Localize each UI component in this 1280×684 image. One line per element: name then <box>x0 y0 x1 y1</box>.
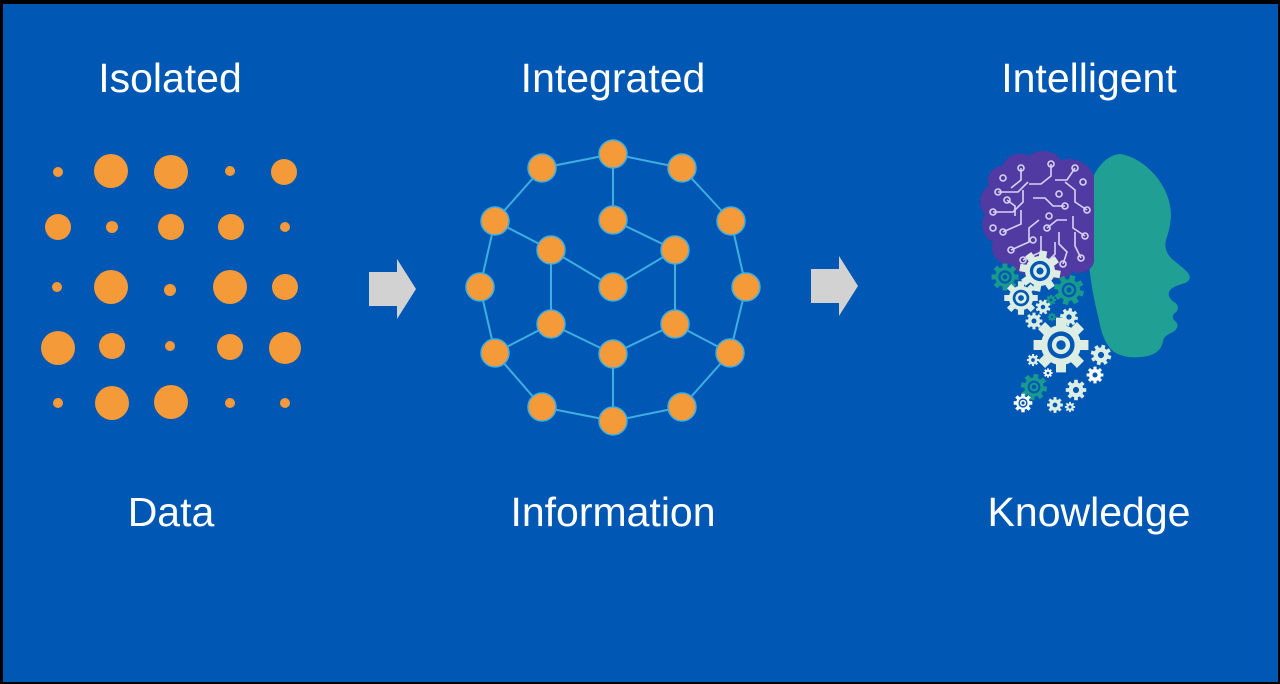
circuit-brain <box>980 151 1094 279</box>
isolated-data-dot <box>280 398 290 408</box>
isolated-data-dot <box>213 270 247 304</box>
isolated-data-dot <box>154 385 188 419</box>
stage-label-information: Information <box>510 489 716 535</box>
face-silhouette <box>1087 154 1190 358</box>
isolated-data-dot <box>94 154 128 188</box>
gear-icon <box>1024 311 1044 331</box>
isolated-data-dot <box>52 282 62 292</box>
isolated-data-dot <box>280 222 290 232</box>
slide-background: Isolated Integrated Intelligent Data Inf… <box>3 4 1278 682</box>
network-node <box>716 206 746 236</box>
isolated-data-dot <box>53 167 63 177</box>
stage-title-intelligent: Intelligent <box>1001 55 1177 101</box>
network-node <box>598 272 628 302</box>
network-node <box>598 139 628 169</box>
network-node <box>536 235 566 265</box>
isolated-data-dot <box>94 270 128 304</box>
gear-icon <box>1042 367 1054 379</box>
isolated-data-dot <box>218 214 244 240</box>
network-node <box>660 309 690 339</box>
intelligent-head-illustration <box>980 151 1190 415</box>
network-node <box>480 338 510 368</box>
isolated-data-dot <box>45 214 71 240</box>
isolated-data-dot <box>154 155 188 189</box>
isolated-data-dot <box>225 166 235 176</box>
isolated-data-dot <box>272 274 298 300</box>
gear-icon <box>1085 365 1105 385</box>
gear-icon <box>1063 377 1089 403</box>
network-node <box>527 153 557 183</box>
stage-title-isolated: Isolated <box>98 55 242 101</box>
network-node <box>465 272 495 302</box>
isolated-data-dot <box>158 214 184 240</box>
stage-label-knowledge: Knowledge <box>987 489 1191 535</box>
gear-icon <box>1063 400 1077 414</box>
network-node <box>715 338 745 368</box>
isolated-data-dot <box>165 341 175 351</box>
network-node <box>598 339 628 369</box>
isolated-data-dot <box>41 331 75 365</box>
isolated-data-dot <box>269 332 301 364</box>
stage-label-data: Data <box>127 489 215 535</box>
network-node <box>667 392 697 422</box>
arrow-right-icon <box>811 256 858 316</box>
gear-icon <box>1047 312 1057 322</box>
isolated-data-dot <box>164 284 176 296</box>
isolated-data-dot <box>217 334 243 360</box>
gear-icon <box>1012 392 1035 414</box>
gear-icon <box>992 264 1019 291</box>
gear-icon <box>1045 395 1065 415</box>
diagram-layer <box>41 139 858 436</box>
isolated-data-dot <box>53 398 63 408</box>
network-node <box>527 392 557 422</box>
gear-icon <box>1025 352 1041 368</box>
network-node <box>731 272 761 302</box>
isolated-data-dot <box>99 333 125 359</box>
isolated-data-dot <box>225 398 235 408</box>
network-node <box>660 235 690 265</box>
network-node <box>598 406 628 436</box>
gear-icon <box>1004 281 1037 314</box>
gear-icon <box>1034 318 1089 373</box>
stage-title-integrated: Integrated <box>520 55 706 101</box>
isolated-data-dot <box>95 386 129 420</box>
network-node <box>667 153 697 183</box>
isolated-data-dot <box>106 221 118 233</box>
network-node <box>536 309 566 339</box>
arrow-right-icon <box>369 259 416 319</box>
network-node <box>598 205 628 235</box>
network-node <box>480 206 510 236</box>
isolated-data-dot <box>271 159 297 185</box>
circuit-traces <box>989 160 1091 270</box>
